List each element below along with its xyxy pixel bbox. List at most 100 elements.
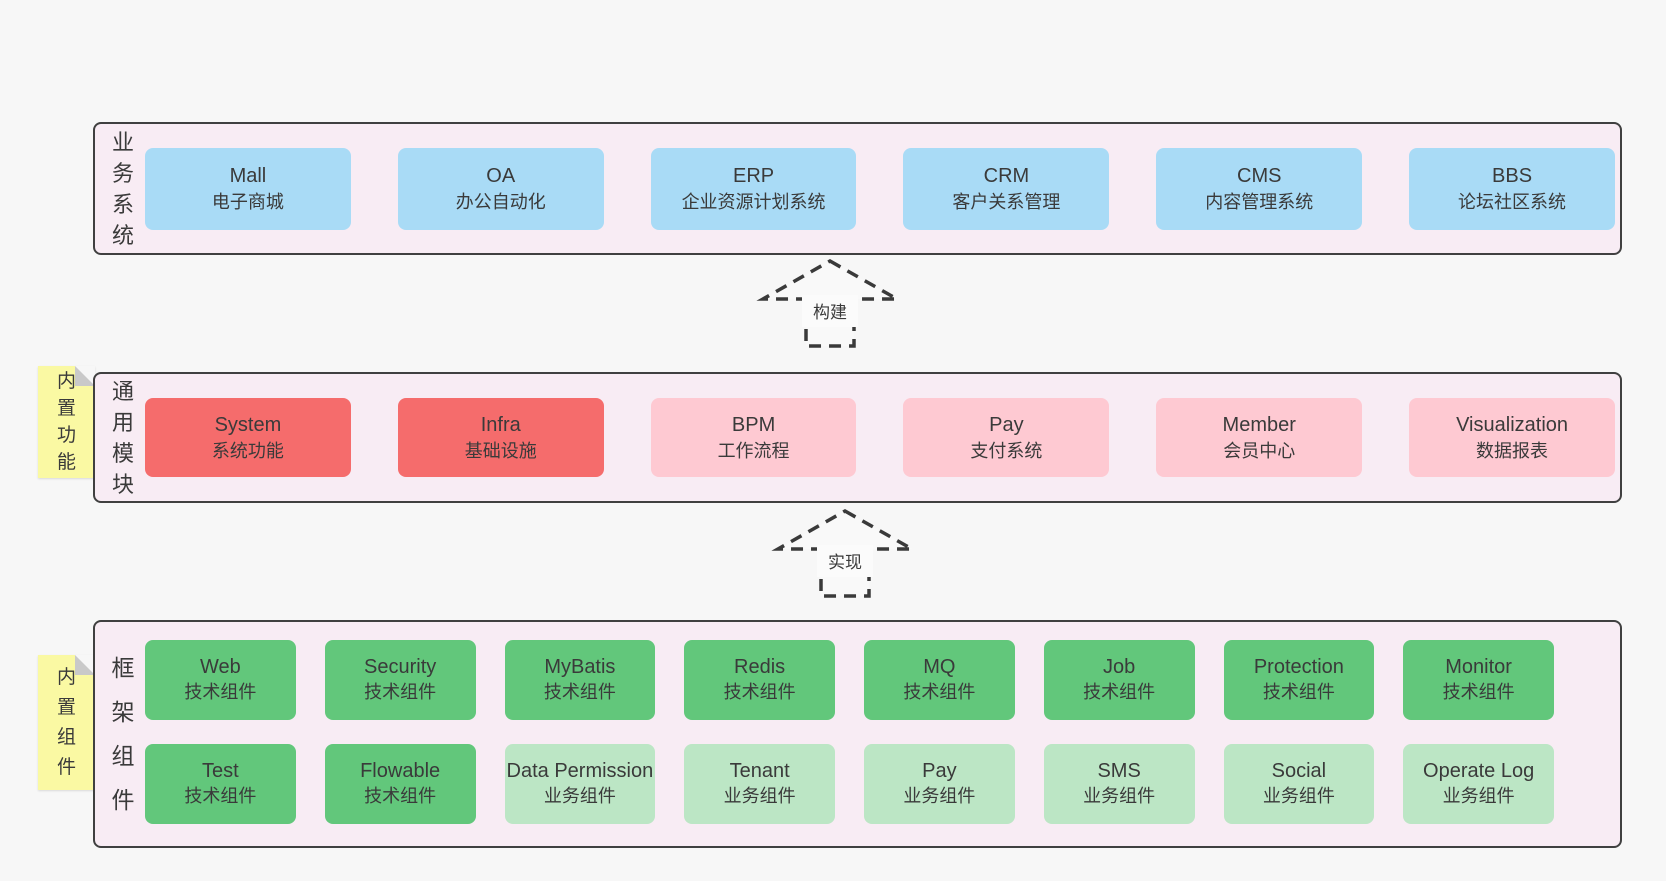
box-subtitle: 业务组件 <box>1442 786 1515 806</box>
box-title: MyBatis <box>544 656 616 678</box>
box-subtitle: 业务组件 <box>1262 786 1335 806</box>
diagram-box-job: Job 技术组件 <box>1043 640 1195 720</box>
diagram-box-tenant: Tenant 业务组件 <box>684 744 835 824</box>
diagram-box-cms: CMS 内容管理系统 <box>1156 147 1363 230</box>
sticky-note-builtin-components-label: 内置组件 <box>56 666 76 778</box>
box-title: Pay <box>922 760 957 782</box>
diagram-box-redis: Redis 技术组件 <box>684 640 835 720</box>
box-subtitle: 支付系统 <box>970 440 1043 461</box>
box-subtitle: 技术组件 <box>1083 682 1156 702</box>
diagram-box-mybatis: MyBatis 技术组件 <box>504 640 656 720</box>
box-subtitle: 技术组件 <box>364 786 437 806</box>
box-title: OA <box>486 164 516 187</box>
diagram-box-erp: ERP 企业资源计划系统 <box>650 147 857 230</box>
box-subtitle: 技术组件 <box>1262 682 1335 702</box>
diagram-box-web: Web 技术组件 <box>145 640 296 720</box>
diagram-box-monitor: Monitor 技术组件 <box>1403 640 1554 720</box>
box-title: Infra <box>480 413 521 436</box>
box-title: Job <box>1103 656 1136 678</box>
implement-arrow: 实现 <box>771 508 919 600</box>
diagram-box-test: Test 技术组件 <box>145 744 296 824</box>
diagram-box-pay: Pay 支付系统 <box>903 398 1110 477</box>
box-title: Mall <box>229 164 267 187</box>
diagram-box-visualization: Visualization 数据报表 <box>1409 398 1615 477</box>
panel-label-business-systems: 业务系统 <box>111 129 134 248</box>
box-title: Operate Log <box>1423 760 1535 782</box>
box-subtitle: 论坛社区系统 <box>1458 191 1567 212</box>
diagram-box-sms: SMS 业务组件 <box>1043 744 1195 824</box>
box-subtitle: 技术组件 <box>184 786 257 806</box>
diagram-box-crm: CRM 客户关系管理 <box>903 147 1110 230</box>
build-arrow-label: 构建 <box>813 303 847 322</box>
arrow-label-bg <box>817 545 873 577</box>
box-subtitle: 电子商城 <box>211 191 284 212</box>
box-title: Pay <box>989 413 1024 436</box>
box-subtitle: 客户关系管理 <box>952 191 1061 212</box>
diagram-box-pay: Pay 业务组件 <box>864 744 1015 824</box>
diagram-box-operate-log: Operate Log 业务组件 <box>1403 744 1554 824</box>
box-title: Redis <box>734 656 786 678</box>
box-title: Tenant <box>729 760 790 782</box>
build-arrow: 构建 <box>756 258 904 350</box>
box-title: Web <box>199 656 241 678</box>
box-title: Data Permission <box>506 760 654 782</box>
box-title: MQ <box>923 656 956 678</box>
up-arrow-icon: 构建 <box>756 258 904 348</box>
box-subtitle: 数据报表 <box>1476 440 1549 461</box>
box-title: Monitor <box>1445 656 1512 678</box>
box-title: BPM <box>731 413 776 436</box>
implement-arrow-label: 实现 <box>828 553 862 572</box>
diagram-box-system: System 系统功能 <box>145 398 351 477</box>
up-arrow-icon: 实现 <box>771 508 919 598</box>
diagram-box-protection: Protection 技术组件 <box>1223 640 1375 720</box>
box-title: System <box>214 413 282 436</box>
diagram-box-oa: OA 办公自动化 <box>397 147 604 230</box>
box-subtitle: 业务组件 <box>543 786 616 806</box>
diagram-box-data-permission: Data Permission 业务组件 <box>504 744 656 824</box>
box-subtitle: 系统功能 <box>211 440 284 461</box>
box-title: ERP <box>733 164 775 187</box>
box-subtitle: 技术组件 <box>184 682 257 702</box>
box-title: Social <box>1271 760 1327 782</box>
box-subtitle: 基础设施 <box>464 440 537 461</box>
box-subtitle: 工作流程 <box>717 440 790 461</box>
diagram-box-security: Security 技术组件 <box>324 640 476 720</box>
box-title: Visualization <box>1456 413 1569 436</box>
box-subtitle: 技术组件 <box>543 682 616 702</box>
box-title: CMS <box>1237 164 1282 187</box>
box-subtitle: 办公自动化 <box>455 191 546 212</box>
box-title: Security <box>364 656 437 678</box>
diagram-box-mall: Mall 电子商城 <box>145 147 351 230</box>
box-subtitle: 业务组件 <box>1083 786 1156 806</box>
diagram-box-bpm: BPM 工作流程 <box>650 398 857 477</box>
sticky-note-builtin-components: 内置组件 <box>38 655 95 790</box>
diagram-box-mq: MQ 技术组件 <box>864 640 1015 720</box>
box-subtitle: 技术组件 <box>903 682 976 702</box>
box-title: Test <box>202 760 239 782</box>
box-title: Protection <box>1253 656 1344 678</box>
diagram-box-social: Social 业务组件 <box>1223 744 1375 824</box>
panel-label-common-modules: 通用模块 <box>111 378 134 497</box>
box-subtitle: 业务组件 <box>723 786 796 806</box>
box-subtitle: 内容管理系统 <box>1205 191 1314 212</box>
sticky-note-builtin-features: 内置功能 <box>38 366 95 478</box>
box-title: BBS <box>1492 164 1533 187</box>
box-title: SMS <box>1097 760 1141 782</box>
box-subtitle: 技术组件 <box>723 682 796 702</box>
panel-common-modules: 通用模块 System 系统功能 Infra 基础设施 BPM 工作流程 Pay 支付系统 Me… <box>93 372 1622 503</box>
box-subtitle: 技术组件 <box>364 682 437 702</box>
box-subtitle: 业务组件 <box>903 786 976 806</box>
box-title: CRM <box>983 164 1030 187</box>
box-subtitle: 企业资源计划系统 <box>681 191 826 212</box>
box-subtitle: 技术组件 <box>1442 682 1515 702</box>
box-title: Member <box>1222 413 1296 436</box>
arrow-label-bg <box>802 295 858 327</box>
